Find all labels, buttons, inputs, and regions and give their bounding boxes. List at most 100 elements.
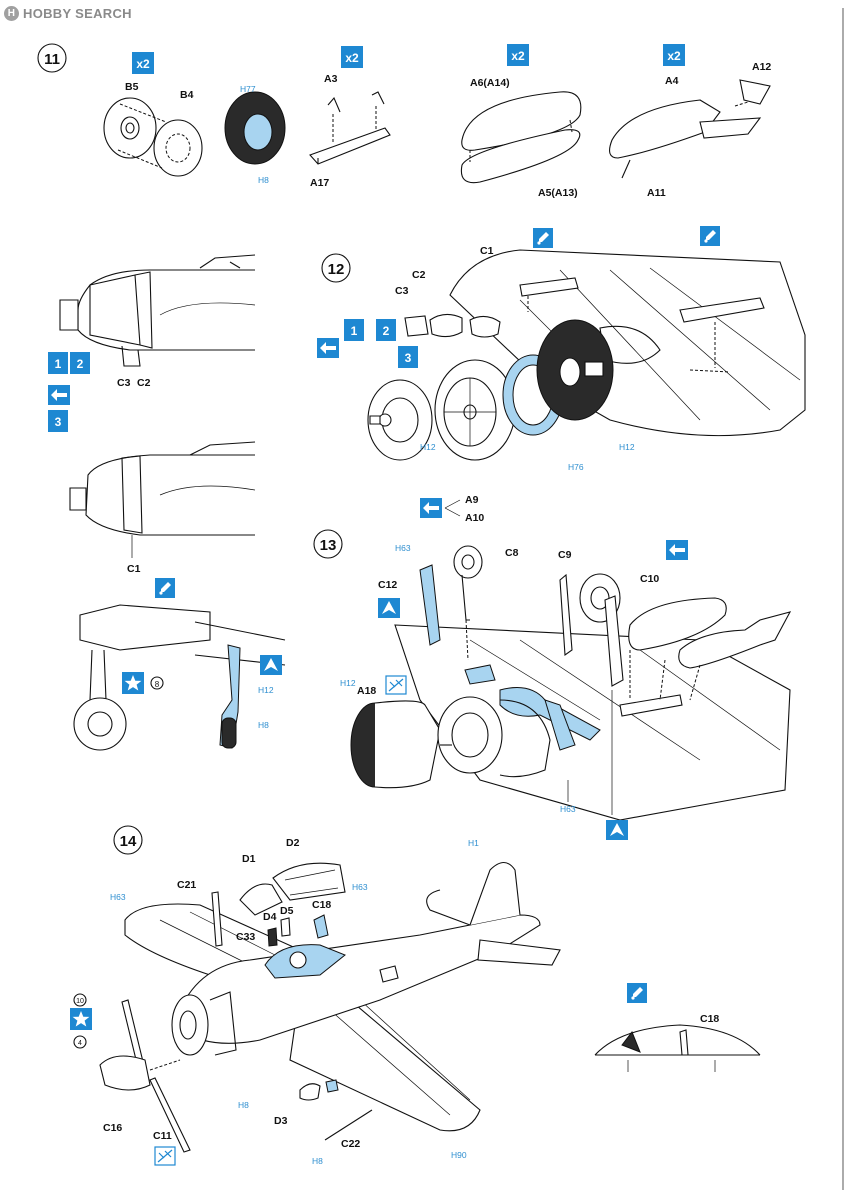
- tire-drawing: [224, 91, 286, 165]
- svg-text:H63: H63: [352, 882, 368, 892]
- svg-text:x2: x2: [511, 49, 525, 63]
- svg-text:C12: C12: [378, 579, 397, 591]
- propeller-drawing: [99, 999, 191, 1153]
- choice-1-box: [48, 352, 68, 374]
- svg-text:1: 1: [55, 357, 62, 371]
- svg-text:A9: A9: [465, 494, 479, 506]
- engine-13-drawing: [437, 696, 551, 778]
- svg-text:C3: C3: [395, 285, 409, 297]
- svg-text:12: 12: [328, 261, 345, 278]
- svg-text:H8: H8: [258, 175, 269, 185]
- firewall-drawing: [536, 319, 614, 421]
- svg-text:H12: H12: [340, 678, 356, 688]
- multiplier-box: [663, 44, 685, 66]
- svg-text:A6(A14): A6(A14): [470, 77, 510, 89]
- svg-text:D5: D5: [280, 905, 294, 917]
- cowling-ring-drawing: [434, 359, 516, 461]
- svg-text:D1: D1: [242, 853, 256, 865]
- svg-text:D2: D2: [286, 837, 300, 849]
- svg-text:H77: H77: [240, 84, 256, 94]
- svg-text:H12: H12: [258, 685, 274, 695]
- cowl-a18-drawing: [350, 700, 441, 789]
- svg-text:3: 3: [405, 351, 412, 365]
- svg-text:C3: C3: [117, 377, 131, 389]
- svg-text:A18: A18: [357, 685, 376, 697]
- svg-text:C10: C10: [640, 573, 659, 585]
- svg-text:H8: H8: [238, 1100, 249, 1110]
- svg-text:A3: A3: [324, 73, 338, 85]
- step-12: 12: [317, 226, 806, 524]
- bomb-rack-drawing: [309, 91, 391, 165]
- choice-1-box: [344, 319, 364, 341]
- svg-text:x2: x2: [667, 49, 681, 63]
- svg-text:x2: x2: [136, 57, 150, 71]
- svg-text:D4: D4: [263, 911, 277, 923]
- svg-text:C1: C1: [127, 563, 141, 575]
- svg-text:H12: H12: [420, 442, 436, 452]
- svg-text:H90: H90: [451, 1150, 467, 1160]
- step-11: 11 x2 x2 x2 x2 B5 B4 H77 H8: [37, 43, 771, 199]
- svg-text:2: 2: [383, 324, 390, 338]
- svg-text:B4: B4: [180, 89, 194, 101]
- svg-text:2: 2: [77, 357, 84, 371]
- watermark-text: HOBBY SEARCH: [23, 5, 132, 21]
- multiplier-box: [341, 46, 363, 68]
- svg-text:C2: C2: [412, 269, 426, 281]
- svg-text:C18: C18: [700, 1013, 719, 1025]
- svg-text:C11: C11: [153, 1130, 172, 1142]
- svg-text:H63: H63: [560, 804, 576, 814]
- svg-text:C2: C2: [137, 377, 151, 389]
- watermark: H HOBBY SEARCH: [4, 4, 132, 22]
- svg-text:H8: H8: [258, 720, 269, 730]
- step-13: 13 C12 H63 C8 C9 C10: [313, 529, 792, 840]
- svg-text:H76: H76: [568, 462, 584, 472]
- svg-text:C33: C33: [236, 931, 255, 943]
- svg-text:8: 8: [155, 680, 160, 689]
- multiplier-box: [507, 44, 529, 66]
- svg-text:A4: A4: [665, 75, 679, 87]
- svg-text:A11: A11: [647, 187, 666, 199]
- step-11-number: 11: [44, 51, 60, 68]
- watermark-logo-icon: H: [4, 5, 19, 21]
- cowl-side-views: C3 C2 1 2 3 C1: [48, 254, 256, 575]
- wheel-halves-drawing: [103, 97, 203, 177]
- svg-text:B5: B5: [125, 81, 139, 93]
- svg-text:3: 3: [55, 415, 62, 429]
- svg-text:C22: C22: [341, 1138, 360, 1150]
- svg-text:A17: A17: [310, 177, 329, 189]
- choice-2-box: [70, 352, 90, 374]
- choice-3-box: [48, 410, 68, 432]
- svg-text:x2: x2: [345, 51, 359, 65]
- svg-text:H63: H63: [395, 543, 411, 553]
- svg-text:D3: D3: [274, 1115, 288, 1127]
- engine-drawing: [367, 379, 433, 461]
- svg-text:H8: H8: [312, 1156, 323, 1166]
- canopy-detail: C18: [594, 983, 761, 1072]
- aircraft-drawing: [124, 861, 561, 1132]
- drop-tank-drawing: [460, 91, 582, 184]
- svg-text:H1: H1: [468, 838, 479, 848]
- bomb-drawing: [609, 79, 771, 179]
- svg-text:A5(A13): A5(A13): [538, 187, 578, 199]
- svg-text:C18: C18: [312, 899, 331, 911]
- svg-text:C16: C16: [103, 1122, 122, 1134]
- svg-text:4: 4: [78, 1040, 82, 1047]
- svg-text:A10: A10: [465, 512, 484, 524]
- landing-gear-detail: 8 H12 H8: [73, 578, 286, 751]
- svg-text:C9: C9: [558, 549, 572, 561]
- svg-text:10: 10: [76, 998, 84, 1005]
- multiplier-box: [132, 52, 154, 74]
- step-14: 14: [70, 825, 561, 1166]
- svg-text:C1: C1: [480, 245, 494, 257]
- svg-text:H63: H63: [110, 892, 126, 902]
- svg-text:1: 1: [351, 324, 358, 338]
- svg-text:C8: C8: [505, 547, 519, 559]
- choice-3-box: [398, 346, 418, 368]
- svg-text:C21: C21: [177, 879, 196, 891]
- svg-text:A12: A12: [752, 61, 771, 73]
- svg-text:13: 13: [320, 537, 337, 554]
- svg-text:H12: H12: [619, 442, 635, 452]
- choice-2-box: [376, 319, 396, 341]
- svg-text:14: 14: [120, 833, 137, 850]
